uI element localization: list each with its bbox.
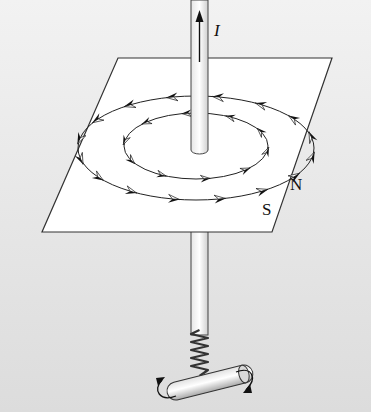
needle-north xyxy=(201,178,210,182)
needle-north xyxy=(212,93,224,97)
screw-helix xyxy=(191,330,208,376)
needle-north xyxy=(166,92,177,97)
current-label: I xyxy=(214,22,220,39)
needle-north xyxy=(125,160,134,164)
needle-south xyxy=(212,96,223,101)
needle-north xyxy=(75,156,83,165)
needle-south xyxy=(200,175,210,178)
needle-south xyxy=(166,97,178,101)
needle-north xyxy=(257,128,266,132)
needle-north xyxy=(168,199,180,203)
current-arrow xyxy=(199,20,200,62)
needle-south xyxy=(214,195,226,199)
screw-handle xyxy=(165,363,255,402)
rotation-arrowhead xyxy=(243,384,252,393)
needle-north xyxy=(92,113,99,123)
needle-north xyxy=(156,175,166,178)
needle-north xyxy=(258,189,268,196)
pole-label: S xyxy=(262,201,271,218)
needle-north xyxy=(142,117,149,124)
needle-north xyxy=(289,115,301,119)
needle-north xyxy=(123,135,125,145)
paper-plane xyxy=(42,58,332,232)
needle-north xyxy=(215,198,226,203)
needle-north xyxy=(77,132,80,144)
current-arrowhead xyxy=(196,10,204,22)
needle-north xyxy=(124,99,134,106)
needle-south xyxy=(182,113,192,116)
needle-north xyxy=(182,109,191,113)
pole-label: N xyxy=(290,176,302,193)
needle-south xyxy=(169,194,180,199)
needle-north xyxy=(309,132,317,141)
needle-north xyxy=(255,102,267,105)
needle-north xyxy=(125,191,137,194)
wire-lower xyxy=(191,225,208,335)
needle-north xyxy=(226,115,236,118)
wire-upper xyxy=(191,0,208,154)
screw-thread xyxy=(191,330,208,376)
needle-north xyxy=(92,177,104,181)
needle-north xyxy=(267,147,269,157)
needle-north xyxy=(312,152,315,164)
needle-north xyxy=(243,168,250,175)
rotation-arrowhead xyxy=(156,377,165,386)
